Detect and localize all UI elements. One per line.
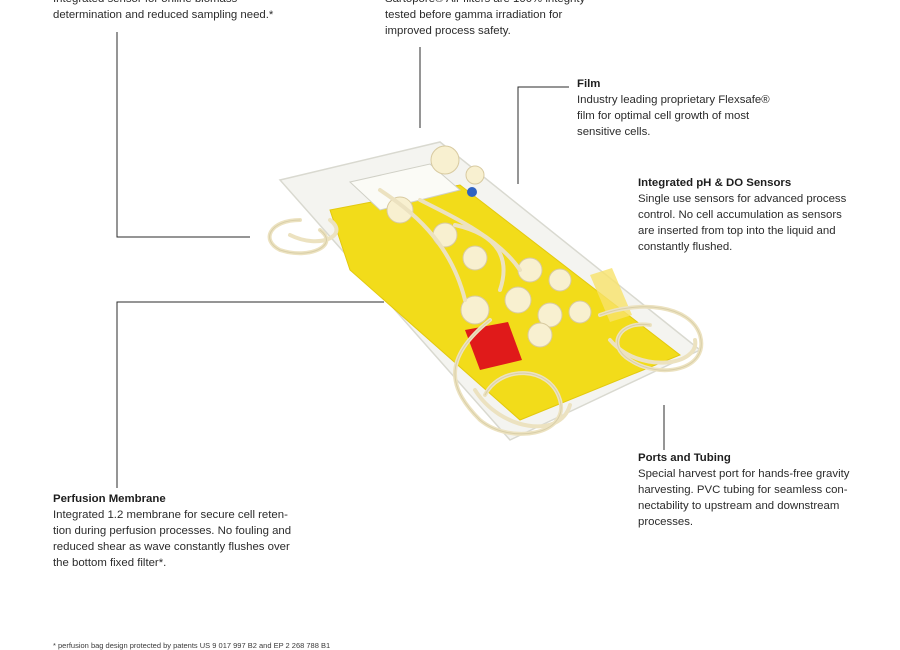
callout-ports-title: Ports and Tubing: [638, 452, 731, 464]
callout-perfusion-body: Integrated 1.2 membrane for secure cell …: [53, 509, 292, 569]
leader-line-film: [517, 86, 569, 184]
red-port: [465, 322, 522, 370]
callout-sensors-title: Integrated pH & DO Sensors: [638, 177, 792, 189]
leader-line-perfusion: [116, 301, 384, 488]
callout-ports: Ports and Tubing Special harvest port fo…: [638, 450, 849, 530]
callout-biomass-body: Integrated sensor for online biomass det…: [53, 0, 274, 21]
callout-filters: Sartopore® Air filters are 100% integrit…: [385, 0, 585, 39]
leader-line-biomass: [116, 32, 250, 238]
callout-film-title: Film: [577, 78, 601, 90]
callout-filters-body: Sartopore® Air filters are 100% integrit…: [385, 0, 585, 37]
bioreactor-bag-image: [267, 141, 704, 441]
callout-biomass: Integrated sensor for online biomass det…: [53, 0, 273, 23]
callout-film-body: Industry leading proprietary Flexsafe® f…: [577, 94, 770, 138]
callout-sensors-body: Single use sensors for advanced process …: [638, 193, 847, 253]
callout-perfusion: Perfusion Membrane Integrated 1.2 membra…: [53, 491, 291, 571]
bag-label: [348, 163, 462, 211]
patent-footnote: * perfusion bag design protected by pate…: [53, 641, 331, 650]
callout-film: Film Industry leading proprietary Flexsa…: [577, 76, 770, 140]
callout-sensors: Integrated pH & DO Sensors Single use se…: [638, 175, 846, 255]
blue-connector: [467, 187, 477, 197]
callout-perfusion-title: Perfusion Membrane: [53, 493, 166, 505]
callout-ports-body: Special harvest port for hands-free grav…: [638, 468, 850, 528]
